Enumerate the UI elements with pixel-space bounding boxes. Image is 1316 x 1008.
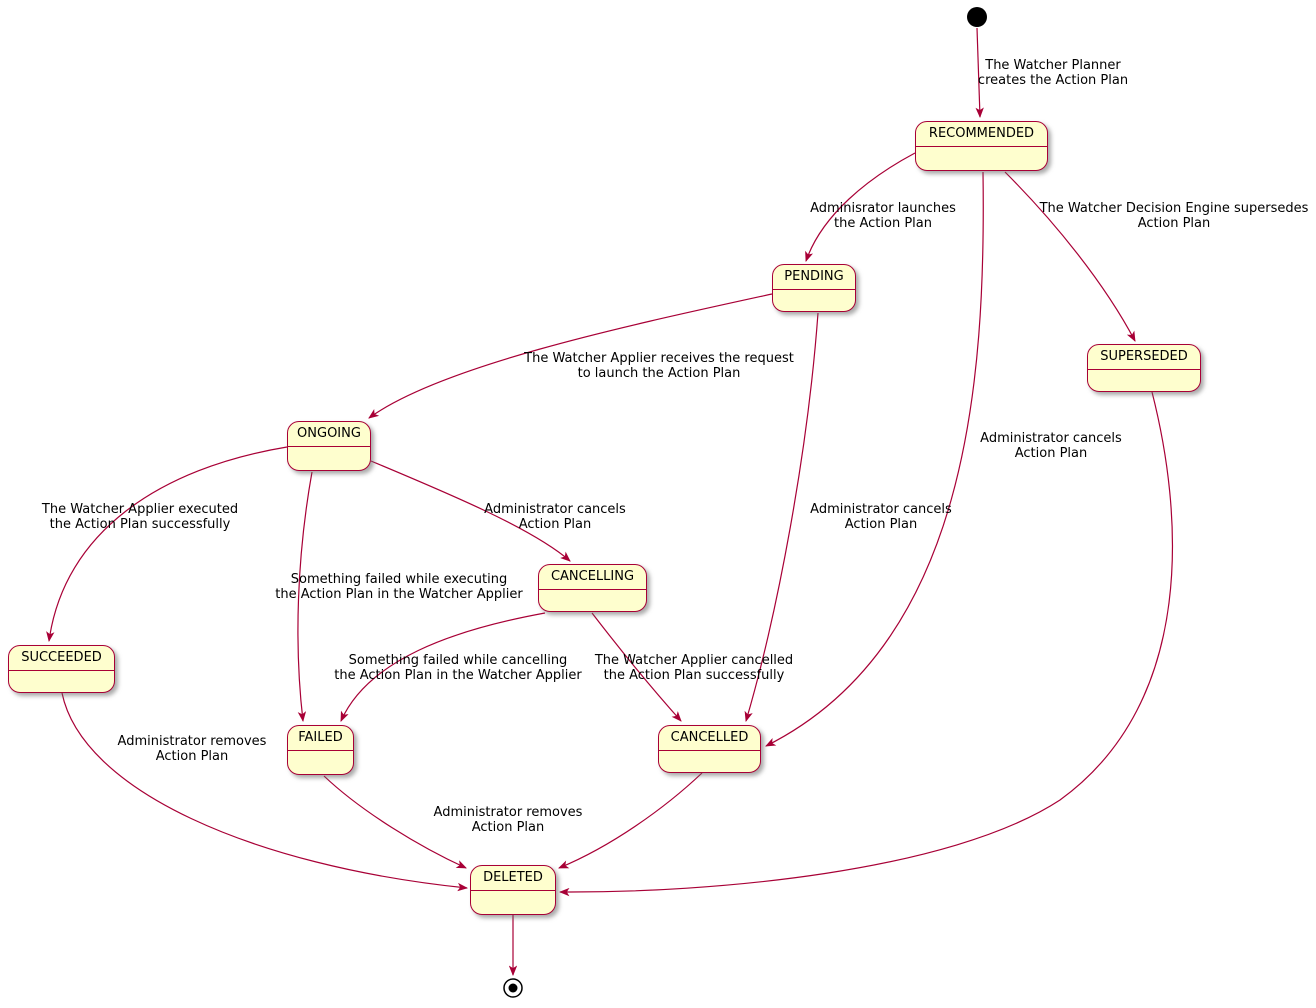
- transition-label-succeeded-to-deleted: Administrator removes Action Plan: [117, 734, 267, 764]
- transition-ongoing-to-failed: [297, 471, 313, 723]
- transition-label-cancelling-to-cancelled: The Watcher Applier cancelled the Action…: [594, 653, 794, 683]
- state-recommended: RECOMMENDED: [915, 121, 1048, 171]
- state-label-ongoing: ONGOING: [288, 422, 370, 447]
- transition-superseded-to-deleted: [558, 391, 1174, 897]
- state-body-cancelling: [539, 590, 646, 611]
- transition-ongoing-to-cancelling: [370, 460, 571, 562]
- transition-label-recommended-to-cancelled: Administrator cancels Action Plan: [980, 431, 1122, 461]
- state-label-pending: PENDING: [773, 265, 855, 290]
- transition-pending-to-ongoing: [368, 293, 773, 419]
- transition-label-recommended-to-superseded: The Watcher Decision Engine supersedes A…: [1039, 201, 1309, 231]
- state-body-pending: [773, 290, 855, 311]
- state-body-cancelled: [659, 751, 760, 772]
- transitions-group: [46, 27, 1174, 977]
- state-succeeded: SUCCEEDED: [8, 645, 115, 693]
- state-body-ongoing: [288, 447, 370, 470]
- state-cancelled: CANCELLED: [658, 725, 761, 773]
- transition-cancelling-to-cancelled: [591, 612, 682, 722]
- transition-label-ongoing-to-failed: Something failed while executing the Act…: [275, 572, 523, 602]
- state-label-superseded: SUPERSEDED: [1088, 345, 1200, 370]
- transition-succeeded-to-deleted: [61, 692, 469, 892]
- final-state-dot-icon: [508, 983, 518, 993]
- transition-label-initial-to-recommended: The Watcher Planner creates the Action P…: [977, 58, 1129, 88]
- state-cancelling: CANCELLING: [538, 564, 647, 612]
- state-superseded: SUPERSEDED: [1087, 344, 1201, 392]
- state-body-failed: [288, 751, 353, 774]
- transition-label-ongoing-to-cancelling: Administrator cancels Action Plan: [484, 502, 626, 532]
- initial-state-icon: [967, 7, 987, 27]
- transition-label-cancelling-to-failed: Something failed while cancelling the Ac…: [334, 653, 582, 683]
- transition-ongoing-to-succeeded: [46, 446, 288, 643]
- state-body-succeeded: [9, 671, 114, 692]
- state-label-failed: FAILED: [288, 726, 353, 751]
- transition-recommended-to-cancelled: [765, 171, 984, 747]
- state-body-superseded: [1088, 370, 1200, 391]
- transition-pending-to-cancelled: [744, 312, 819, 723]
- transition-initial-to-recommended: [975, 27, 984, 119]
- transition-recommended-to-superseded: [1004, 171, 1136, 342]
- transition-failed-to-deleted: [323, 775, 467, 869]
- transition-recommended-to-pending: [805, 152, 916, 262]
- transition-cancelled-to-deleted: [558, 772, 703, 869]
- transition-label-pending-to-cancelled: Administrator cancels Action Plan: [810, 502, 952, 532]
- transition-label-ongoing-to-succeeded: The Watcher Applier executed the Action …: [41, 502, 239, 532]
- state-label-recommended: RECOMMENDED: [916, 122, 1047, 147]
- state-label-deleted: DELETED: [471, 866, 555, 891]
- state-body-deleted: [471, 891, 555, 914]
- state-label-succeeded: SUCCEEDED: [9, 646, 114, 671]
- state-pending: PENDING: [772, 264, 856, 312]
- state-deleted: DELETED: [470, 865, 556, 915]
- pseudo-states-group: [503, 7, 987, 998]
- state-label-cancelled: CANCELLED: [659, 726, 760, 751]
- transition-label-recommended-to-pending: Adminisrator launches the Action Plan: [810, 201, 956, 231]
- transition-cancelling-to-failed: [340, 612, 546, 722]
- state-body-recommended: [916, 147, 1047, 170]
- state-ongoing: ONGOING: [287, 421, 371, 471]
- transition-label-failed-to-deleted: Administrator removes Action Plan: [433, 805, 583, 835]
- transition-label-pending-to-ongoing: The Watcher Applier receives the request…: [524, 351, 794, 381]
- state-failed: FAILED: [287, 725, 354, 775]
- state-label-cancelling: CANCELLING: [539, 565, 646, 590]
